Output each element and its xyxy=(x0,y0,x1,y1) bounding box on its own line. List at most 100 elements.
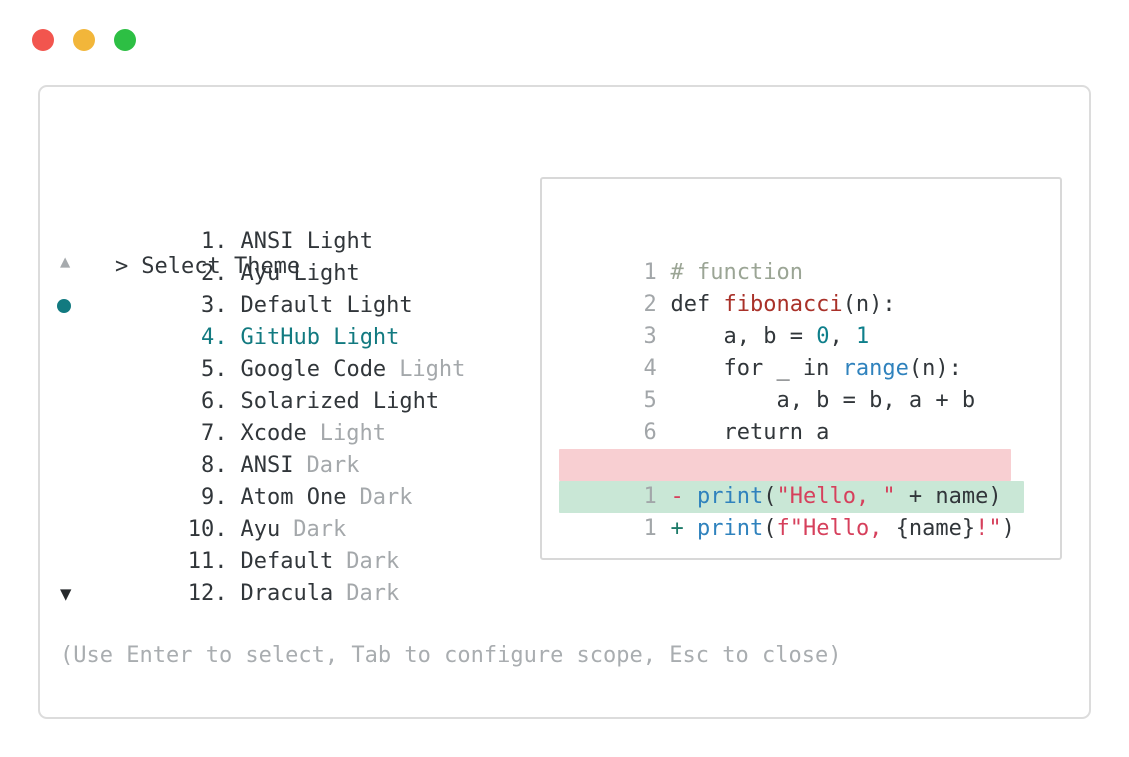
code-token: {name} xyxy=(895,516,976,541)
triangle-down-icon: ▼ xyxy=(60,583,72,605)
theme-list: 1. ANSI Light 2. Ayu Light 3. Default Light… xyxy=(40,194,510,606)
code-line: 5 a, b = b, a + b xyxy=(564,353,975,413)
close-button[interactable] xyxy=(32,29,54,51)
code-token: ( xyxy=(763,484,777,509)
line-number: 6 xyxy=(643,420,657,445)
code-token: + xyxy=(670,516,697,541)
code-text: # function xyxy=(670,260,802,285)
theme-suffix: Dark xyxy=(306,453,360,478)
scroll-down-indicator[interactable]: ▼ xyxy=(60,580,71,608)
theme-name: Default xyxy=(240,549,334,574)
code-token: , xyxy=(829,324,856,349)
code-line: 2 def fibonacci(n): xyxy=(564,257,895,317)
theme-number: 1. xyxy=(200,229,228,254)
minimize-button[interactable] xyxy=(73,29,95,51)
code-line: 6 return a xyxy=(564,385,829,445)
code-token: print xyxy=(696,484,764,509)
theme-suffix: Light xyxy=(399,357,466,382)
code-token: + name) xyxy=(895,484,1002,509)
line-number: 1 xyxy=(643,484,657,509)
theme-number: 5. xyxy=(200,357,228,382)
theme-item-ayu-light[interactable]: 2. Ayu Light xyxy=(40,226,510,286)
code-text: def fibonacci(n): xyxy=(670,292,895,317)
code-token: print xyxy=(696,516,764,541)
theme-item-github-light[interactable]: 4. GitHub Light xyxy=(40,290,510,350)
theme-name: ANSI xyxy=(240,453,294,478)
code-line: 4 for _ in range(n): xyxy=(564,321,961,381)
code-token: fibonacci xyxy=(723,292,843,317)
diff-line-removed: 1- print("Hello, " + name) xyxy=(559,449,1011,509)
code-token: - xyxy=(670,484,697,509)
theme-item-google-code-light[interactable]: 5. Google Code Light xyxy=(40,322,510,382)
line-number: 2 xyxy=(643,292,657,317)
code-text: a, b = b, a + b xyxy=(670,388,975,413)
theme-item-xcode-light[interactable]: 7. Xcode Light xyxy=(40,386,510,446)
theme-item-default-dark[interactable]: 11. Default Dark xyxy=(40,514,510,574)
theme-name: Solarized Light xyxy=(240,389,440,414)
theme-suffix: Dark xyxy=(346,581,400,606)
code-text: - print("Hello, " + name) xyxy=(670,484,1001,509)
theme-name: Ayu Light xyxy=(240,261,360,286)
zoom-button[interactable] xyxy=(114,29,136,51)
selected-bullet-icon xyxy=(57,299,71,313)
prompt: > Select Theme xyxy=(62,219,300,279)
theme-selector-window: > Select Theme ▲ 1. ANSI Light 2. Ayu Light… xyxy=(38,85,1091,719)
line-number: 4 xyxy=(643,356,657,381)
theme-name: Dracula xyxy=(240,581,334,606)
code-text: return a xyxy=(670,420,829,445)
code-token: ( xyxy=(763,516,777,541)
theme-number: 4. xyxy=(200,325,228,350)
line-number: 1 xyxy=(643,516,657,541)
theme-number: 2. xyxy=(200,261,228,286)
theme-name: ANSI Light xyxy=(240,229,373,254)
theme-number: 10. xyxy=(187,517,228,542)
theme-item-dracula-dark[interactable]: 12. Dracula Dark xyxy=(40,546,510,606)
code-text: + print(f"Hello, {name}!") xyxy=(670,516,1014,541)
theme-name: Ayu xyxy=(240,517,281,542)
theme-name: Atom One xyxy=(240,485,347,510)
diff-line-added: 1+ print(f"Hello, {name}!") xyxy=(559,481,1024,541)
theme-suffix: Dark xyxy=(293,517,347,542)
code-token: !" xyxy=(975,516,1002,541)
theme-item-ansi-dark[interactable]: 8. ANSI Dark xyxy=(40,418,510,478)
theme-name: Xcode xyxy=(240,421,307,446)
theme-number: 11. xyxy=(187,549,228,574)
code-token: "Hello, " xyxy=(776,484,896,509)
theme-number: 9. xyxy=(200,485,228,510)
theme-number: 6. xyxy=(200,389,228,414)
code-token: 1 xyxy=(855,324,870,349)
code-token: (n): xyxy=(908,356,962,381)
theme-item-default-light[interactable]: 3. Default Light xyxy=(40,258,510,318)
theme-item-ayu-dark[interactable]: 10. Ayu Dark xyxy=(40,482,510,542)
theme-name: GitHub Light xyxy=(240,325,400,350)
theme-item-atom-one-dark[interactable]: 9. Atom One Dark xyxy=(40,450,510,510)
theme-suffix: Light xyxy=(319,421,386,446)
page-title: Select Theme xyxy=(141,254,301,279)
footer-hint: (Use Enter to select, Tab to configure s… xyxy=(60,643,842,668)
code-token: def xyxy=(670,292,724,317)
code-token: a, b = xyxy=(670,324,817,349)
code-line: 1# function xyxy=(564,225,802,285)
theme-number: 3. xyxy=(200,293,228,318)
scroll-up-indicator[interactable]: ▲ xyxy=(60,250,70,274)
code-token: f"Hello, xyxy=(776,516,896,541)
line-number: 5 xyxy=(643,388,657,413)
theme-name: Default Light xyxy=(240,293,413,318)
code-token: 0 xyxy=(816,324,830,349)
line-number: 3 xyxy=(643,324,657,349)
theme-suffix: Dark xyxy=(359,485,413,510)
theme-number: 7. xyxy=(200,421,228,446)
code-token: a, b = b, a + b xyxy=(670,388,976,413)
code-token: ) xyxy=(1001,516,1015,541)
code-token: for _ in xyxy=(670,356,843,381)
theme-item-ansi-light[interactable]: 1. ANSI Light xyxy=(40,194,510,254)
code-token: return a xyxy=(670,420,830,445)
theme-name: Google Code xyxy=(240,357,387,382)
code-token: # function xyxy=(670,260,803,285)
theme-item-solarized-light[interactable]: 6. Solarized Light xyxy=(40,354,510,414)
theme-number: 12. xyxy=(187,581,228,606)
prompt-caret-icon: > xyxy=(114,254,129,279)
theme-number: 8. xyxy=(200,453,228,478)
code-text: for _ in range(n): xyxy=(670,356,961,381)
code-token: (n): xyxy=(842,292,896,317)
